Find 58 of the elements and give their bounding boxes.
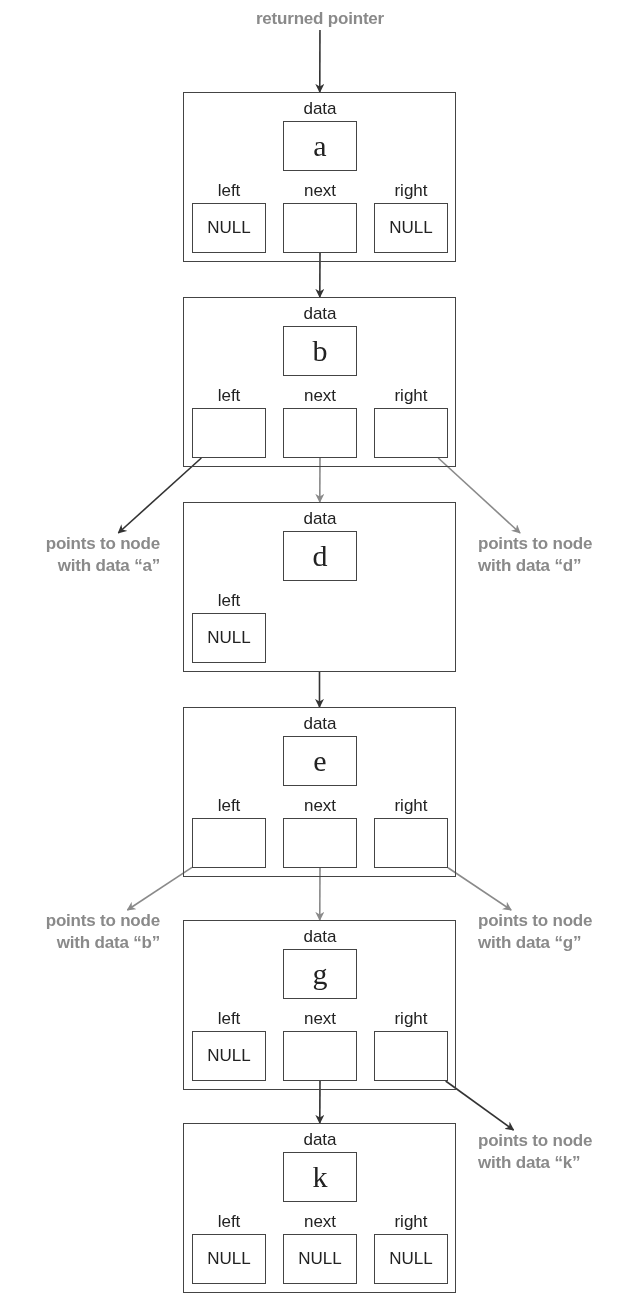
arrow [315, 1080, 325, 1124]
field-label: right [393, 796, 429, 816]
arrow [447, 866, 512, 911]
arrow [315, 671, 324, 708]
node-record-box [183, 297, 456, 467]
field-label: data [302, 714, 338, 734]
field-label: right [393, 386, 429, 406]
field-label: next [302, 1009, 338, 1029]
field-label: data [302, 509, 338, 529]
field-label: right [393, 1212, 429, 1232]
field-label: left [216, 796, 242, 816]
field-label: next [302, 1212, 338, 1232]
field-value: NULL [207, 218, 251, 238]
field-value: a [313, 129, 327, 163]
arrow [315, 29, 325, 93]
field-value: NULL [298, 1249, 342, 1269]
field-label: next [302, 796, 338, 816]
pointer-note: points to node with data “k” [478, 1130, 610, 1174]
field-label: next [302, 181, 338, 201]
field-label: left [216, 386, 242, 406]
arrow [126, 866, 193, 911]
node-record-box [183, 920, 456, 1090]
field-label: data [302, 304, 338, 324]
field-value: NULL [207, 1249, 251, 1269]
pointer-label: returned pointer [230, 8, 410, 30]
field-label: data [302, 99, 338, 119]
arrow [315, 867, 325, 921]
field-value: g [312, 957, 328, 991]
pointer-note: points to node with data “d” [478, 533, 610, 577]
field-label: next [302, 386, 338, 406]
pointer-note: points to node with data “a” [28, 533, 160, 577]
node-record-box [183, 502, 456, 672]
field-value: NULL [207, 1046, 251, 1066]
arrow [315, 457, 325, 503]
field-value: e [313, 744, 327, 778]
field-value: d [312, 539, 328, 573]
node-record-box [183, 707, 456, 877]
field-value: k [312, 1160, 328, 1194]
field-label: left [216, 181, 242, 201]
field-value: NULL [389, 218, 433, 238]
field-value: NULL [389, 1249, 433, 1269]
pointer-note: points to node with data “b” [28, 910, 160, 954]
field-label: left [216, 1009, 242, 1029]
field-label: left [216, 591, 242, 611]
field-label: right [393, 181, 429, 201]
arrow [444, 1080, 515, 1131]
field-label: right [393, 1009, 429, 1029]
arrow [117, 457, 203, 534]
field-label: data [302, 1130, 338, 1150]
node-record-box [183, 92, 456, 262]
pointer-note: points to node with data “g” [478, 910, 610, 954]
field-label: data [302, 927, 338, 947]
arrow [437, 457, 521, 534]
field-value: NULL [207, 628, 251, 648]
field-label: left [216, 1212, 242, 1232]
field-value: b [312, 334, 328, 368]
node-record-box [183, 1123, 456, 1293]
arrow [315, 252, 325, 298]
